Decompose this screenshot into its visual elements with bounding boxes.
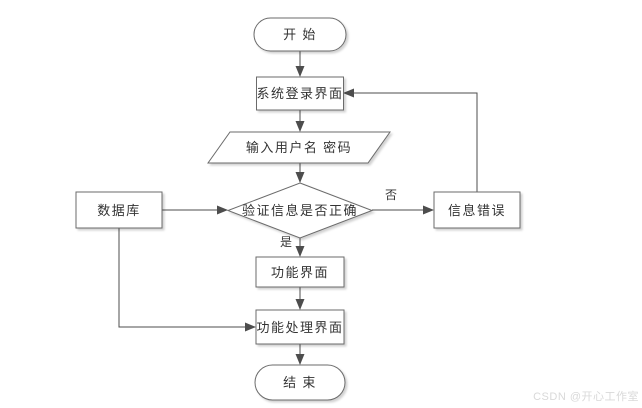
edge-labels: 否 是 <box>280 188 397 249</box>
info-error-shape <box>433 191 521 229</box>
start-terminator-shape <box>253 17 347 52</box>
info-error-label: 信息错误 <box>448 203 506 218</box>
node-function-screen: 功能界面 <box>255 256 345 288</box>
node-database: 数据库 <box>75 191 163 229</box>
node-info-error: 信息错误 <box>433 191 521 229</box>
function-processing-screen-label: 功能处理界面 <box>256 320 343 335</box>
nodes: 开 始 系统登录界面 输入用户名 密码 验证信息是否正确 数据库 信息错误 <box>75 17 521 401</box>
arrow-error-to-login-feedback <box>343 88 478 192</box>
edge-label-no: 否 <box>385 188 397 202</box>
start-label: 开 始 <box>283 27 317 42</box>
database-shape <box>75 191 163 229</box>
input-credentials-parallelogram <box>207 131 391 164</box>
end-label: 结 束 <box>283 375 317 390</box>
node-input-credentials: 输入用户名 密码 <box>207 131 391 164</box>
end-terminator-shape <box>254 364 346 401</box>
node-function-processing-screen: 功能处理界面 <box>255 309 345 345</box>
csdn-watermark: CSDN @开心工作室 <box>533 389 639 403</box>
function-processing-screen-shape <box>255 309 345 345</box>
input-credentials-label: 输入用户名 密码 <box>246 140 352 155</box>
node-end: 结 束 <box>254 364 346 401</box>
connectors <box>118 51 478 365</box>
login-screen-shape <box>256 76 344 111</box>
function-screen-shape <box>255 256 345 288</box>
node-verify-decision: 验证信息是否正确 <box>226 182 374 239</box>
node-login-screen: 系统登录界面 <box>256 76 344 111</box>
login-screen-label: 系统登录界面 <box>256 86 343 101</box>
node-start: 开 始 <box>253 17 347 52</box>
verify-decision-label: 验证信息是否正确 <box>242 203 358 218</box>
database-label: 数据库 <box>97 203 141 218</box>
arrow-database-to-processing <box>118 228 256 332</box>
verify-decision-diamond <box>226 182 374 239</box>
function-screen-label: 功能界面 <box>271 265 329 280</box>
edge-label-yes: 是 <box>280 235 292 249</box>
